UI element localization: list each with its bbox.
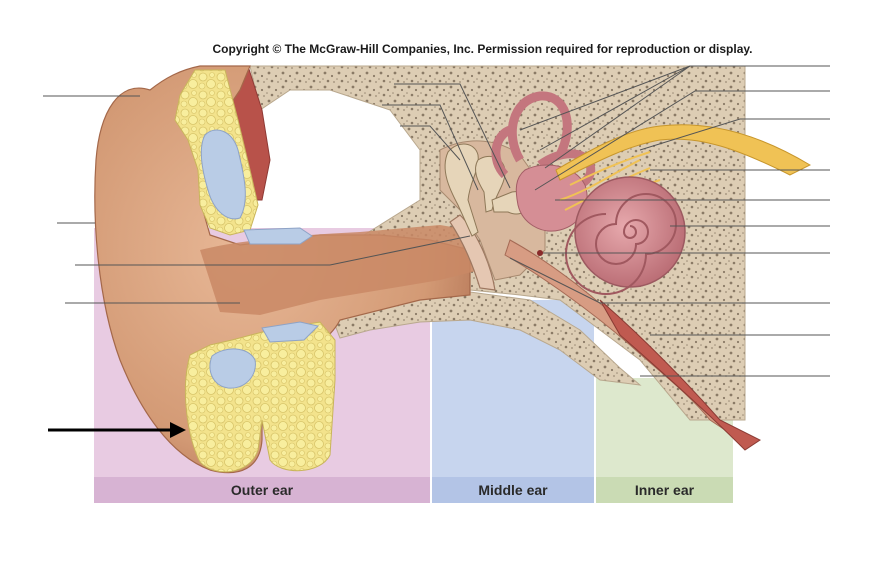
cochlea — [574, 176, 686, 288]
lower-cartilage-blue — [209, 348, 256, 389]
outer-ear-label: Outer ear — [230, 482, 294, 498]
vestibulocochlear-nerve — [555, 124, 812, 181]
inner-ear-label: Inner ear — [634, 482, 695, 498]
cochlea-spiral — [565, 193, 677, 295]
outer-ear-band — [94, 477, 430, 503]
oval-window-marker — [537, 250, 543, 256]
leader-lines-top — [382, 83, 511, 191]
external-auditory-canal — [200, 225, 480, 315]
copyright-notice: Copyright © The McGraw-Hill Companies, I… — [212, 42, 753, 56]
malleus — [444, 143, 479, 237]
canal-cartilage-blue — [243, 227, 313, 245]
leader-lines-right — [509, 65, 830, 377]
lower-canal-blue — [261, 321, 319, 343]
leader-lines-left — [43, 95, 471, 304]
pointer-arrow-icon — [48, 422, 186, 438]
canal-floor-bone — [329, 291, 642, 386]
middle-ear-label: Middle ear — [478, 482, 548, 498]
tube-muscle — [599, 299, 761, 451]
middle-ear-band — [432, 477, 594, 503]
upper-cartilage-blue — [200, 129, 246, 220]
inner-ear-band — [596, 477, 733, 503]
